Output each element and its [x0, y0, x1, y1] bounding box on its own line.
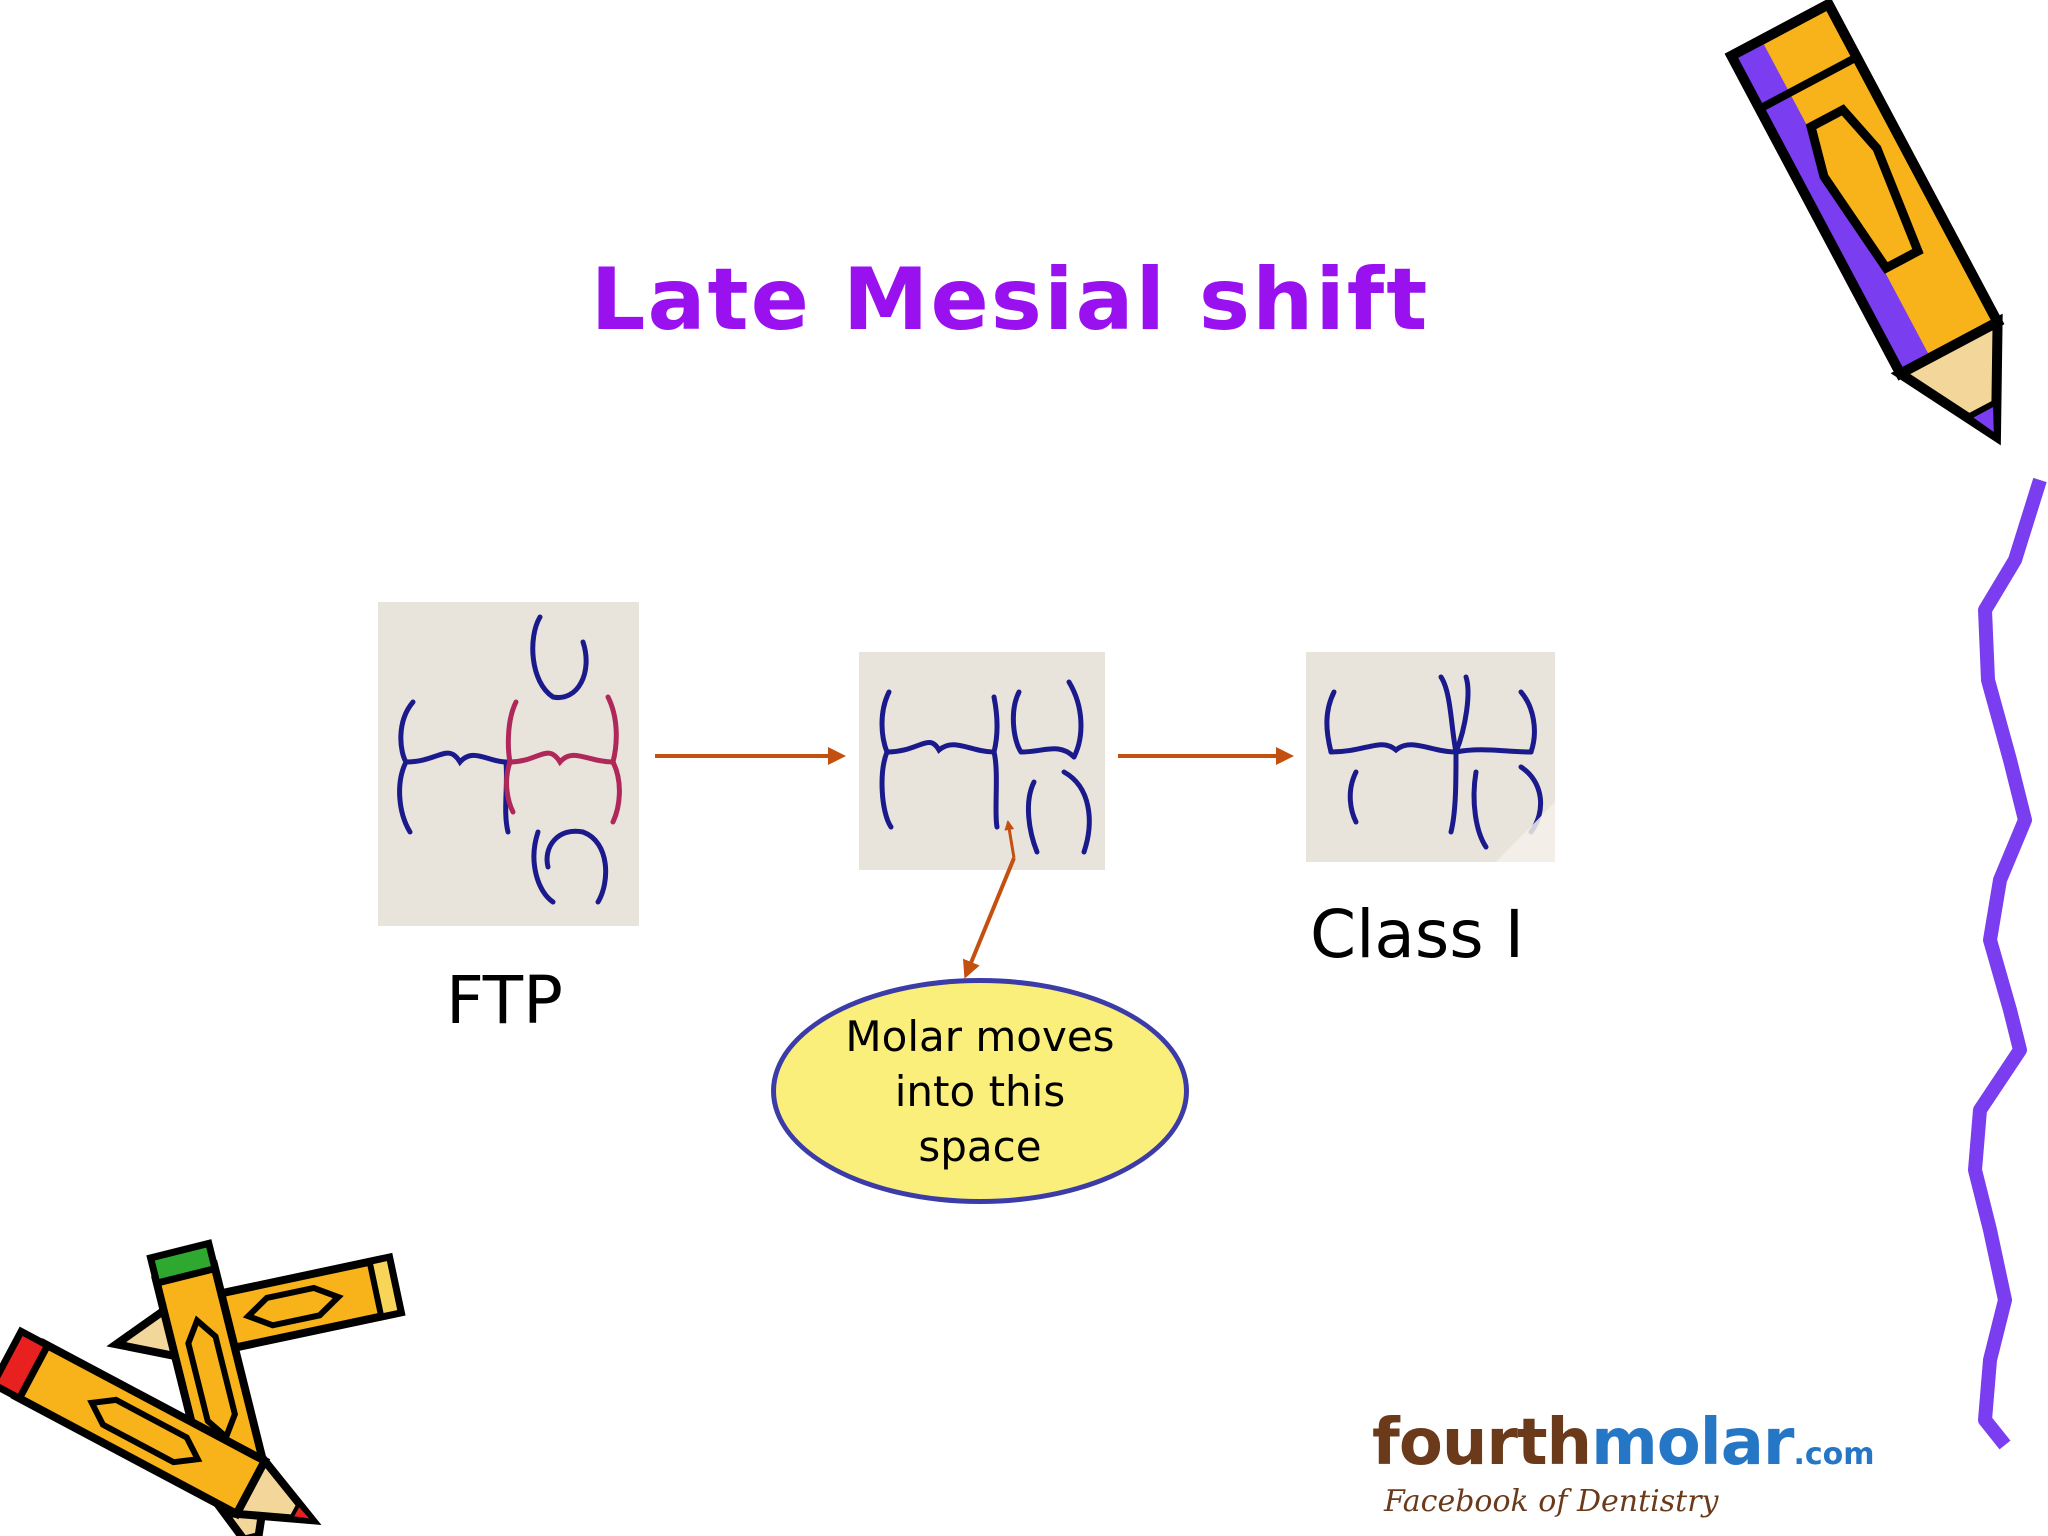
logo-part-fourth: fourth	[1372, 1406, 1592, 1480]
ftp-label: FTP	[446, 962, 563, 1039]
callout-pointer	[962, 857, 1016, 979]
callout-line-1: Molar moves	[845, 1011, 1115, 1061]
callout-ellipse: Molar moves into this space	[771, 978, 1189, 1204]
logo-tagline: Facebook of Dentistry	[1384, 1484, 1719, 1519]
logo-wordmark: fourthmolar.com	[1372, 1406, 1875, 1480]
class-i-label: Class I	[1310, 896, 1525, 973]
slide-title: Late Mesial shift	[590, 250, 1430, 350]
callout-line-3: space	[918, 1121, 1042, 1171]
callout-line-2: into this	[894, 1066, 1066, 1116]
ftp-tooth-diagram	[378, 602, 639, 926]
fourthmolar-logo: fourthmolar.com Facebook of Dentistry	[1372, 1406, 1875, 1519]
intermediate-tooth-diagram	[859, 652, 1105, 870]
callout-pointer-top	[1004, 820, 1016, 859]
logo-part-molar: molar	[1591, 1406, 1794, 1480]
logo-part-com: .com	[1793, 1437, 1875, 1472]
class-i-tooth-diagram	[1306, 652, 1555, 862]
callout-text: Molar moves into this space	[830, 1009, 1130, 1174]
